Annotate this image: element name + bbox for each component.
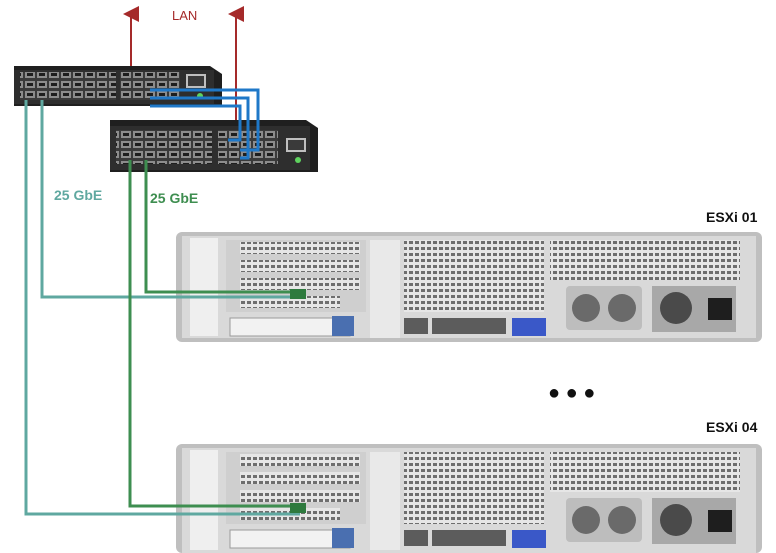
switch-1 [14, 66, 222, 106]
link-teal-esxi04 [24, 100, 300, 516]
lan-label: LAN [172, 8, 197, 23]
link-cables [24, 100, 306, 516]
server-esxi-04 [176, 444, 762, 553]
ellipsis-more-hosts: ● ● ● [548, 382, 595, 404]
switch-2 [110, 120, 318, 172]
host-label-esxi01: ESXi 01 [706, 209, 758, 225]
server-esxi-01 [176, 232, 762, 342]
link-teal-esxi01 [40, 100, 300, 299]
speed-label-teal: 25 GbE [54, 187, 102, 203]
host-label-esxi04: ESXi 04 [706, 419, 758, 435]
speed-label-green: 25 GbE [150, 190, 198, 206]
link-green-esxi01 [144, 160, 300, 294]
uplink-cables [150, 88, 260, 160]
link-green-esxi04 [128, 160, 300, 508]
